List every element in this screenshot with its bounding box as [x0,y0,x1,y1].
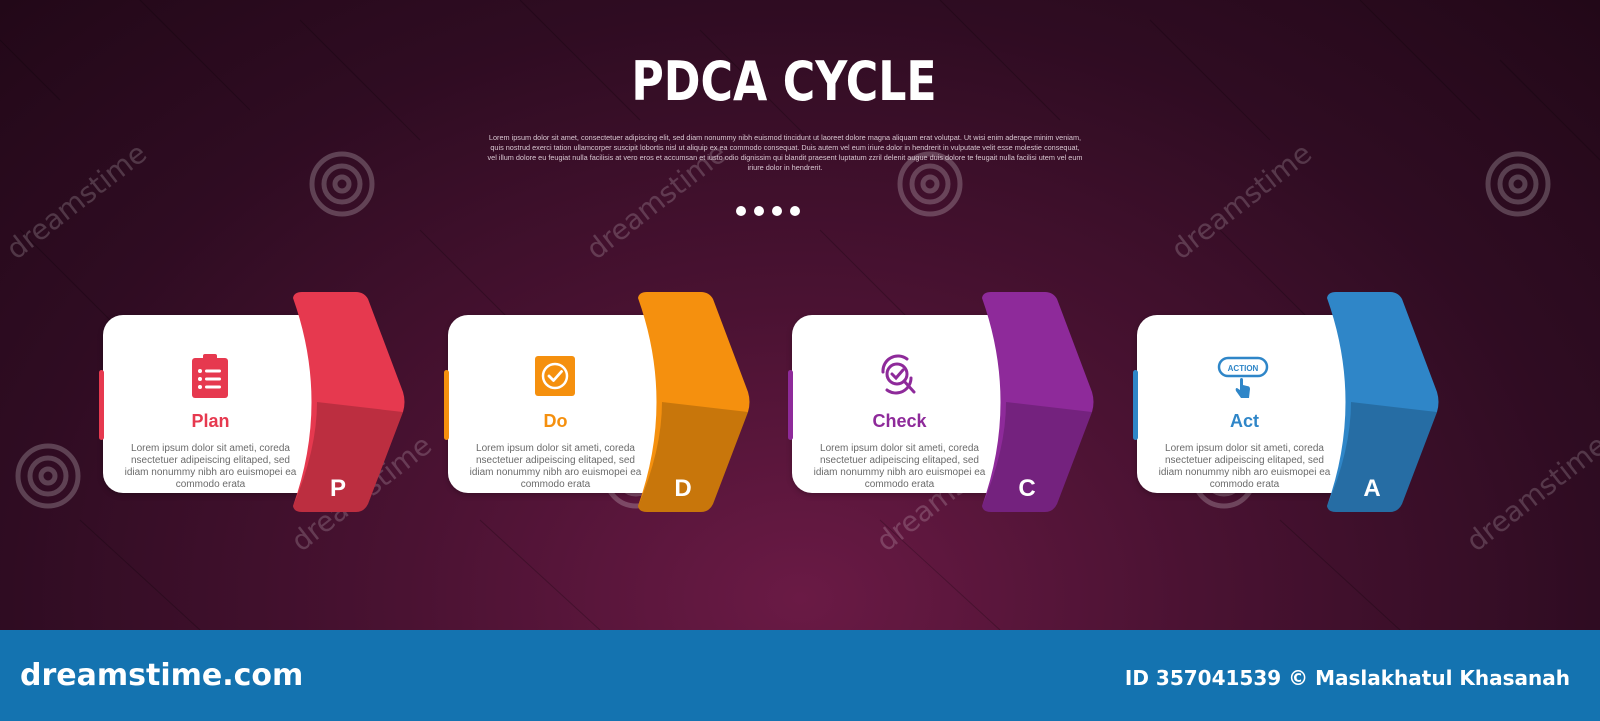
step-card: Do Lorem ipsum dolor sit ameti, coreda n… [444,315,688,493]
card-tab [788,370,793,440]
step-check: Check Lorem ipsum dolor sit ameti, cored… [788,290,1137,520]
chevron-arrow-icon [638,292,750,512]
step-label: Do [543,411,568,431]
chevron-arrow-icon [1327,292,1439,512]
title-description: Lorem ipsum dolor sit amet, consectetuer… [487,133,1083,172]
step-card: Plan Lorem ipsum dolor sit ameti, coreda… [99,315,343,493]
card-tab [444,370,449,440]
dot [754,206,764,216]
step-act: ACTION Act Lorem ipsum dolor sit ameti, … [1133,290,1482,520]
image-credit: ID 357041539 © Maslakhatul Khasanah [1124,666,1570,690]
step-letter: A [1363,475,1381,502]
step-letter: P [329,475,346,502]
dot [790,206,800,216]
step-description: Lorem ipsum dolor sit ameti, coreda nsec… [124,443,297,490]
chevron-arrow-icon [982,292,1094,512]
step-letter: C [1018,475,1036,502]
magnifier-check-icon [877,352,921,400]
checkbox-icon [533,352,577,400]
step-label: Check [872,411,927,431]
footer-bar: dreamstime.com ID 357041539 © Maslakhatu… [0,630,1600,721]
step-description: Lorem ipsum dolor sit ameti, coreda nsec… [1158,443,1331,490]
step-label: Plan [191,411,230,431]
dot [772,206,782,216]
card-tab [99,370,104,440]
step-description: Lorem ipsum dolor sit ameti, coreda nsec… [813,443,986,490]
step-card: Check Lorem ipsum dolor sit ameti, cored… [788,315,1032,493]
clipboard-icon [188,352,232,400]
step-description: Lorem ipsum dolor sit ameti, coreda nsec… [469,443,642,490]
action-text: ACTION [1228,364,1259,373]
step-label: Act [1229,411,1259,431]
footer-logo[interactable]: dreamstime.com [20,658,304,693]
step-letter: D [674,475,692,502]
step-card: ACTION Act Lorem ipsum dolor sit ameti, … [1133,315,1377,493]
action-button-icon: ACTION [1217,352,1269,400]
chevron-arrow-icon [293,292,405,512]
page-title: PDCA CYCLE [631,50,937,113]
step-do: Do Lorem ipsum dolor sit ameti, coreda n… [444,290,793,520]
step-plan: Plan Lorem ipsum dolor sit ameti, coreda… [99,290,448,520]
dot [736,206,746,216]
card-tab [1133,370,1138,440]
infographic-canvas: dreamstime dreamstime dreamstime dreamst… [0,0,1600,630]
